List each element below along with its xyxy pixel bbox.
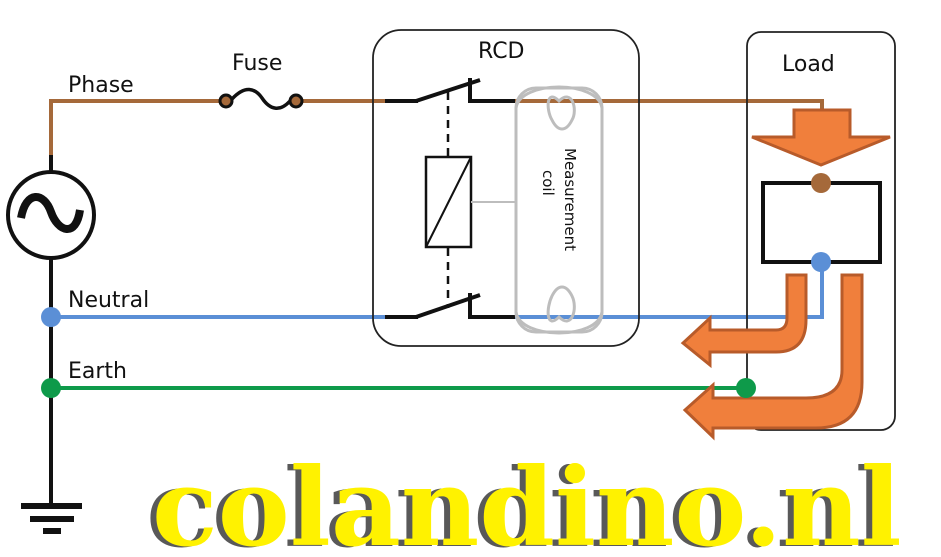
earth-node	[41, 378, 61, 398]
neutral-label: Neutral	[68, 288, 149, 313]
rcd-neutral-switch	[385, 293, 515, 319]
trip-relay-icon	[424, 155, 473, 249]
fuse-label: Fuse	[232, 51, 282, 76]
load-earth-node	[736, 378, 756, 398]
current-in-arrow	[751, 108, 891, 167]
rcd-phase-switch	[385, 78, 515, 103]
neutral-node	[41, 307, 61, 327]
load-label: Load	[782, 52, 835, 77]
load-neutral-node	[811, 252, 831, 272]
measurement-coil-label-line2: coil	[539, 170, 557, 196]
fuse-icon	[218, 87, 304, 110]
rcd-enclosure	[372, 29, 640, 347]
measurement-coil-label-line1: Measurement	[561, 148, 579, 251]
load-enclosure	[746, 31, 896, 431]
current-leak-earth-arrow	[682, 273, 864, 441]
earth-label: Earth	[68, 359, 127, 384]
ac-source-icon	[6, 170, 96, 260]
earth-ground-icon	[21, 503, 82, 534]
load-phase-node	[811, 173, 831, 193]
phase-label: Phase	[68, 73, 134, 98]
watermark: colandino.nl	[152, 445, 902, 557]
phase-wire	[49, 99, 226, 155]
rcd-label: RCD	[478, 39, 525, 64]
watermark-shadow: colandino.nl	[146, 446, 896, 557]
phase-wire-to-load	[515, 99, 824, 110]
current-return-neutral-arrow	[680, 273, 808, 369]
neutral-wire-from-load	[515, 262, 824, 319]
load-element	[761, 181, 882, 264]
measurement-coil-icon	[514, 85, 604, 335]
